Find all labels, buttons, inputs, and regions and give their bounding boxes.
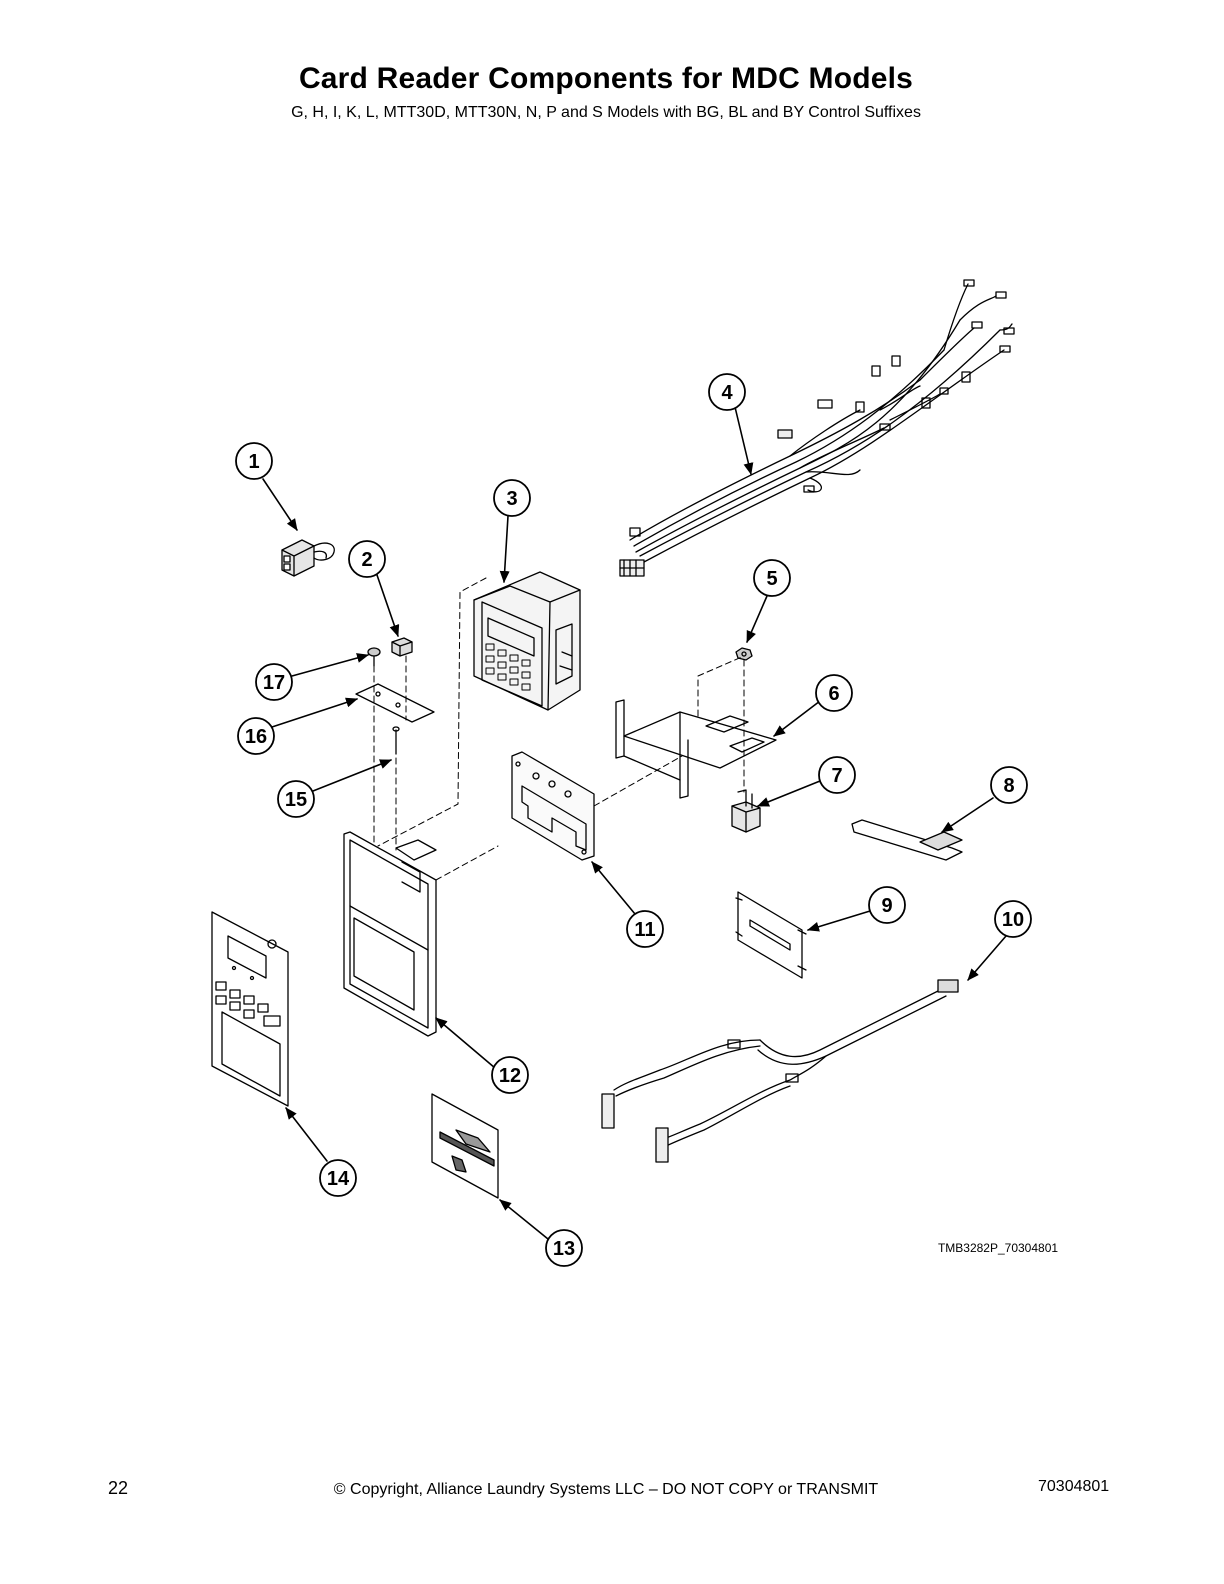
figure-id: TMB3282P_70304801 xyxy=(938,1241,1058,1255)
callout-11: 11 xyxy=(634,919,655,941)
part-13-card-slot-label xyxy=(431,1093,499,1199)
page-subtitle: G, H, I, K, L, MTT30D, MTT30N, N, P and … xyxy=(291,104,921,121)
part-12-panel-frame xyxy=(343,831,437,1037)
part-5-nut xyxy=(735,647,753,661)
page-title: Card Reader Components for MDC Models xyxy=(298,62,914,95)
callout-16: 16 xyxy=(245,726,267,748)
part-11-face-plate xyxy=(511,751,595,861)
callout-1: 1 xyxy=(248,451,259,473)
callout-14: 14 xyxy=(327,1168,350,1190)
document-number: 70304801 xyxy=(1038,1478,1110,1495)
part-3-control-module xyxy=(473,571,581,711)
part-6-bracket xyxy=(615,699,777,799)
callout-3: 3 xyxy=(506,488,517,510)
part-7-switch xyxy=(731,789,761,833)
part-10-cable xyxy=(601,979,959,1163)
leader-arrows xyxy=(262,406,1007,1240)
callout-15: 15 xyxy=(285,789,307,811)
part-2-clip xyxy=(391,637,413,657)
callout-5: 5 xyxy=(766,568,777,590)
callout-17: 17 xyxy=(263,672,285,694)
callout-13: 13 xyxy=(553,1238,575,1260)
assembly-lines xyxy=(373,577,745,881)
callout-8: 8 xyxy=(1003,775,1014,797)
callout-9: 9 xyxy=(881,895,892,917)
part-17-screw xyxy=(367,647,381,667)
part-8-bracket-strip xyxy=(851,819,963,861)
part-9-mounting-plate xyxy=(735,891,807,979)
part-15-pin xyxy=(392,726,400,755)
callout-12: 12 xyxy=(499,1065,521,1087)
callout-10: 10 xyxy=(1002,909,1024,931)
part-16-plate xyxy=(355,683,435,723)
callout-circles xyxy=(235,373,1032,1267)
page-number: 22 xyxy=(108,1478,129,1498)
part-1-plug-connector xyxy=(281,539,335,577)
callout-7: 7 xyxy=(831,765,842,787)
callout-6: 6 xyxy=(828,683,839,705)
callout-4: 4 xyxy=(721,382,733,404)
part-4-wire-harness xyxy=(619,279,1015,577)
callout-2: 2 xyxy=(361,549,372,571)
copyright-notice: © Copyright, Alliance Laundry Systems LL… xyxy=(333,1481,879,1498)
part-14-overlay-panel xyxy=(211,911,289,1107)
